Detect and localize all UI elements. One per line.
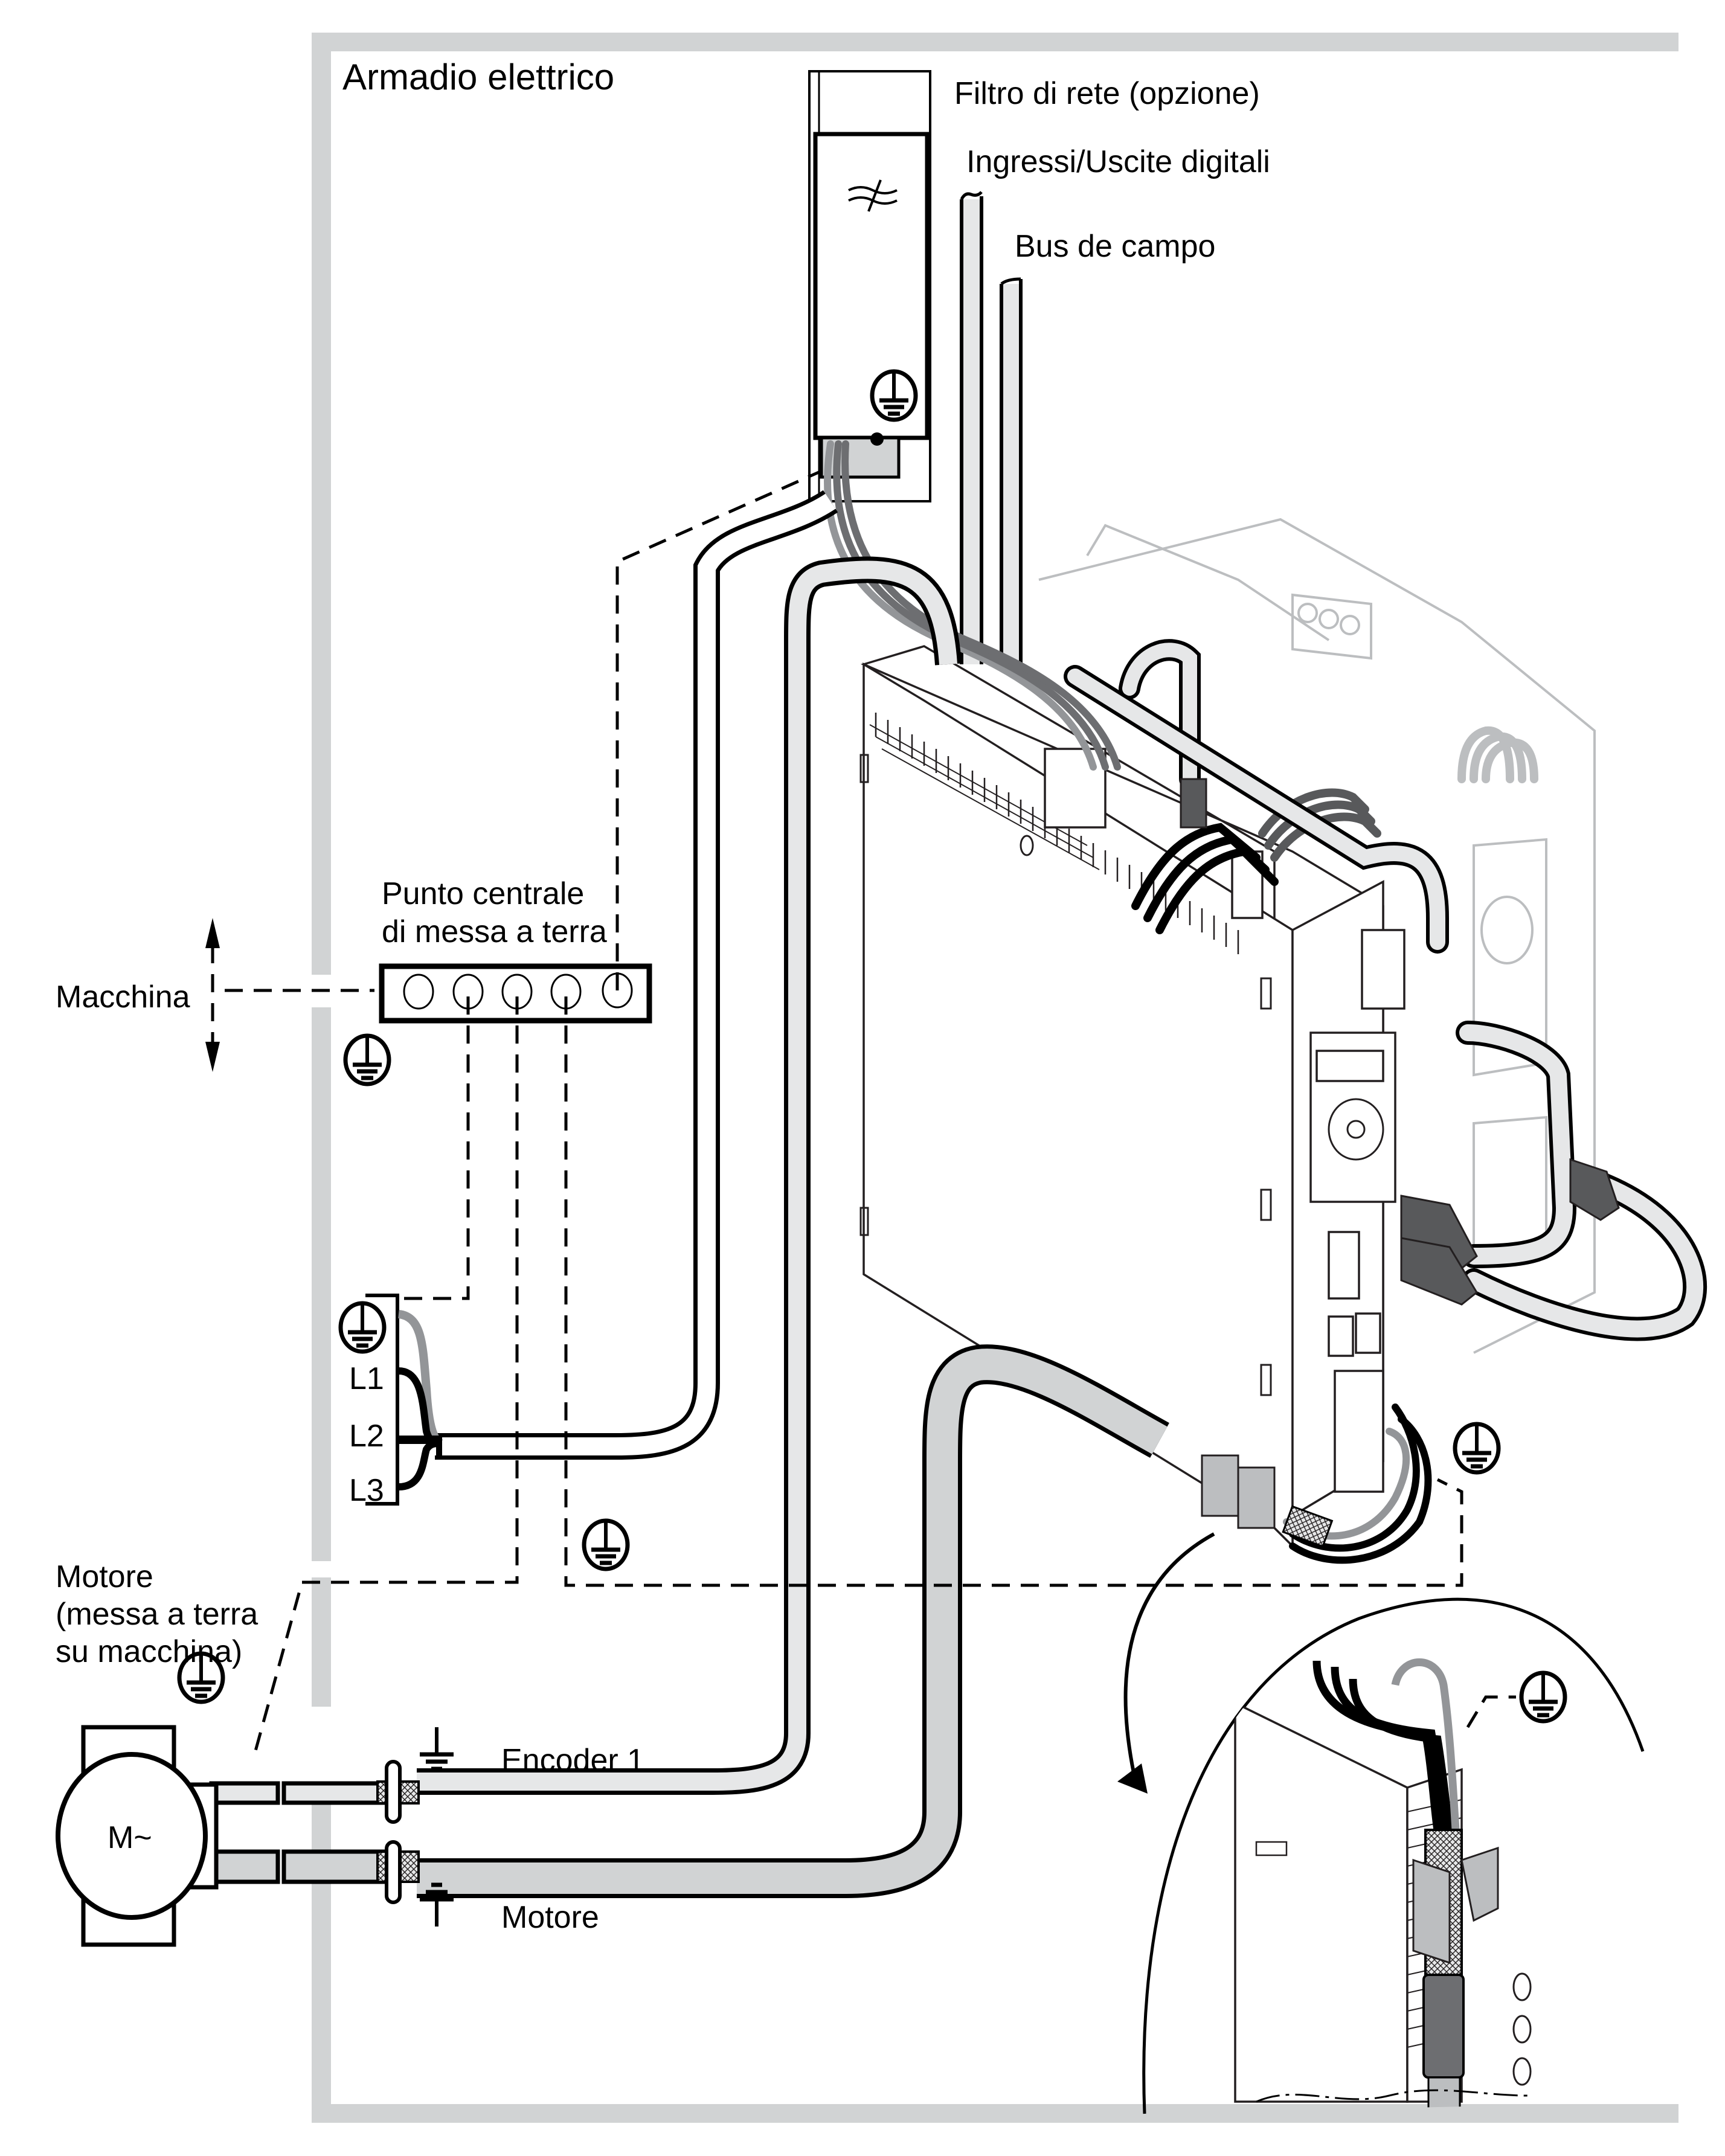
bidirectional-arrow-icon [205,918,220,1072]
encoder-cable-clamp [376,1760,420,1824]
fieldbus-cable [1000,277,1023,670]
ghost-drives [1038,518,1596,1354]
drive-top-wiring [1064,639,1449,954]
mains-filter [808,70,931,502]
protective-earth-icon [341,1303,384,1352]
protective-earth-icon [584,1521,628,1569]
protective-earth-icon [1455,1424,1499,1472]
encoder-cable [417,556,962,1795]
ground-links [252,469,1463,1758]
cable-shield [1282,1505,1334,1548]
protective-earth-icon [345,1036,389,1084]
l3-label: L3 [349,1473,384,1508]
motor-symbol: M~ [108,1820,152,1855]
fieldbus-daisy-chain-cable [1400,1021,1707,1341]
central-ground-label-2: di messa a terra [382,914,607,949]
motor-ground-label-2: (messa a terra [56,1597,258,1632]
encoder-cable-label: Encoder 1 [501,1743,644,1778]
central-ground-label-1: Punto centrale [382,876,584,911]
motor: M~ [56,1725,219,1947]
shield-connection-detail [1142,1597,1645,2114]
motor-cable [417,1344,1169,1898]
mains-cable [435,490,838,1460]
motor-ground-label-3: su macchina) [56,1634,242,1669]
encoder-cable-stub [209,1781,389,1884]
digital-io-label: Ingressi/Uscite digitali [966,144,1270,179]
machine-label: Macchina [56,980,190,1015]
l2-label: L2 [349,1419,384,1454]
mains-filter-label: Filtro di rete (opzione) [954,76,1260,111]
fieldbus-connector [1180,778,1207,829]
motor-ground-label-1: Motore [56,1559,153,1594]
protective-earth-icon [872,371,916,420]
filter-symbol-icon [848,179,898,212]
mains-terminal [365,1294,443,1506]
protective-earth-icon [1521,1673,1565,1721]
motor-cable-label: Motore [501,1900,599,1935]
ground-icon [420,1727,454,1769]
cabinet-outline [312,33,1678,2123]
cabinet-label: Armadio elettrico [342,57,614,97]
l1-label: L1 [349,1361,384,1396]
fieldbus-label: Bus de campo [1015,229,1215,264]
digital-io-cable [960,191,983,664]
motor-cable-clamp [376,1840,420,1904]
curved-arrow-icon [1117,1532,1215,1794]
